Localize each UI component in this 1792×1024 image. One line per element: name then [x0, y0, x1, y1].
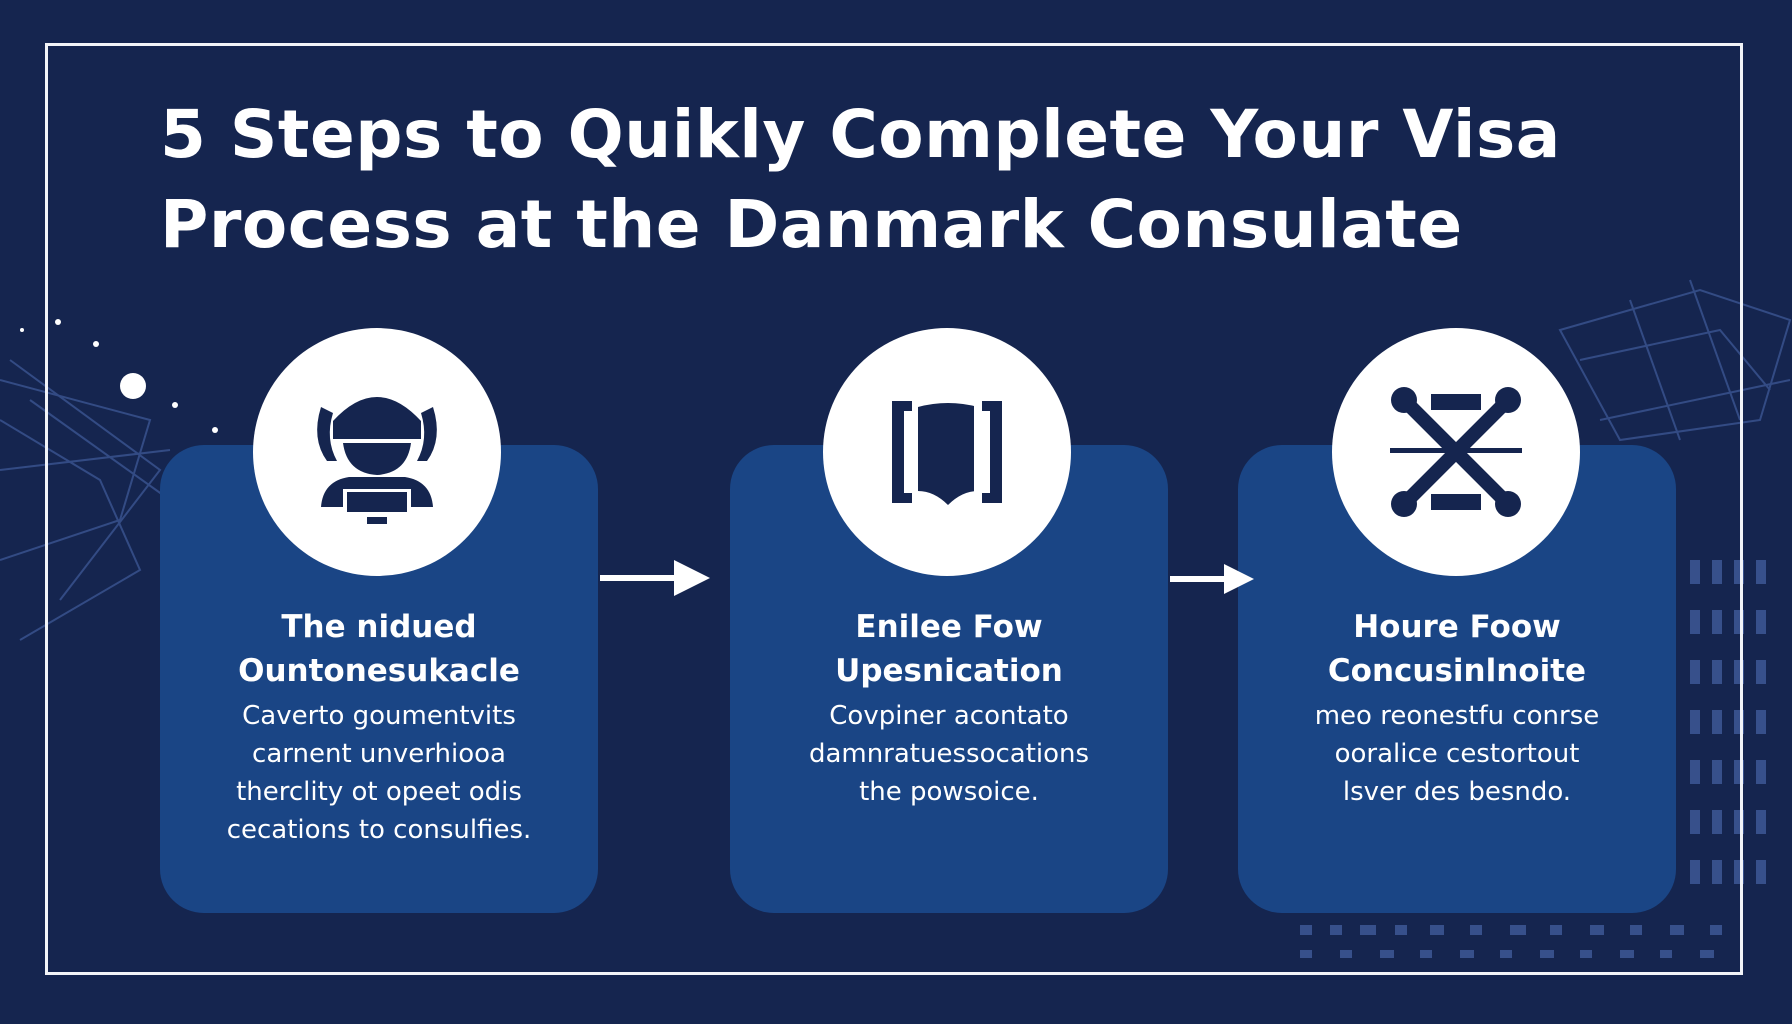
- step-3-description: meo reonestfu conrse ooralice cestortout…: [1238, 697, 1676, 811]
- step-3-icon-circle: [1332, 328, 1580, 576]
- step-2-heading-line-1: Enilee Fow: [855, 609, 1043, 645]
- step-1-heading-line-2: Ountonesukacle: [238, 653, 520, 689]
- step-1-heading-line-1: The nidued: [281, 609, 477, 645]
- step-3-description-line-3: lsver des besndo.: [1342, 777, 1572, 807]
- step-1-icon-circle: [253, 328, 501, 576]
- step-2-heading-line-2: Upesnication: [835, 653, 1063, 689]
- open-book-icon: [892, 401, 1002, 505]
- step-3-heading-line-2: Concusinlnoite: [1327, 653, 1587, 689]
- step-1-description-line-1: Caverto goumentvits: [242, 701, 516, 731]
- step-3-description-line-1: meo reonestfu conrse: [1314, 701, 1600, 731]
- step-3-heading-line-1: Houre Foow: [1353, 609, 1561, 645]
- step-2-description: Covpiner acontato damnratuessocations th…: [730, 697, 1168, 811]
- step-2-icon-circle: [823, 328, 1071, 576]
- step-1-description: Caverto goumentvits carnent unverhiooa t…: [160, 697, 598, 849]
- arrow-right-icon: [600, 560, 710, 596]
- infographic-title: 5 Steps to Quikly Complete Your Visa Pro…: [160, 90, 1680, 270]
- crossed-tools-icon: [1390, 387, 1522, 517]
- step-2-heading: Enilee Fow Upesnication: [730, 605, 1168, 693]
- step-1-description-line-2: carnent unverhiooa: [252, 739, 506, 769]
- step-1-heading: The nidued Ountonesukacle: [160, 605, 598, 693]
- infographic-frame: [45, 43, 1743, 975]
- person-computer-icon: [317, 397, 437, 524]
- step-2-description-line-3: the powsoice.: [859, 777, 1039, 807]
- step-1-description-line-3: therclity ot opeet odis: [236, 777, 522, 807]
- step-2-description-line-2: damnratuessocations: [808, 739, 1090, 769]
- title-line-2: Process at the Danmark Consulate: [160, 186, 1463, 263]
- title-line-1: 5 Steps to Quikly Complete Your Visa: [160, 96, 1561, 173]
- step-3-heading: Houre Foow Concusinlnoite: [1238, 605, 1676, 693]
- step-2-description-line-1: Covpiner acontato: [829, 701, 1069, 731]
- step-3-description-line-2: ooralice cestortout: [1334, 739, 1580, 769]
- step-1-description-line-4: cecations to consulfies.: [226, 815, 532, 845]
- arrow-right-icon: [1170, 564, 1254, 594]
